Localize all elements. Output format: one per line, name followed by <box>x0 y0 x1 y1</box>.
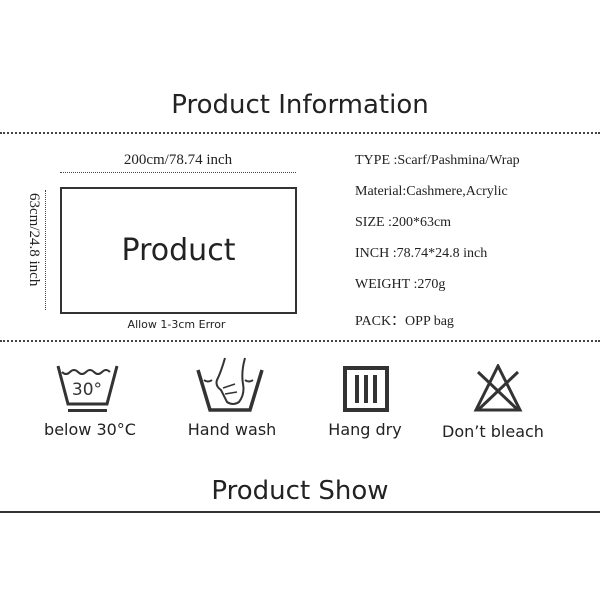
hand-wash-icon <box>196 357 264 412</box>
divider <box>0 340 600 342</box>
divider <box>0 132 600 134</box>
care-label-hang-dry: Hang dry <box>328 420 402 439</box>
care-label-no-bleach: Don’t bleach <box>442 422 544 441</box>
page-title: Product Information <box>171 90 429 120</box>
no-bleach-icon <box>473 364 523 412</box>
product-box: Product <box>60 187 297 314</box>
wash-temp: 30° <box>72 380 102 400</box>
height-dimension-line <box>45 190 46 310</box>
wash-30-icon: 30° <box>56 365 119 412</box>
section-divider <box>0 511 600 513</box>
spec-size: SIZE :200*63cm <box>355 215 452 230</box>
width-dimension-line <box>60 172 296 173</box>
width-label: 200cm/78.74 inch <box>123 152 233 168</box>
care-label-hand-wash: Hand wash <box>187 420 277 439</box>
error-note: Allow 1-3cm Error <box>127 318 226 331</box>
hang-dry-icon <box>343 366 389 412</box>
spec-type: TYPE :Scarf/Pashmina/Wrap <box>355 153 520 168</box>
height-label: 63cm/24.8 inch <box>26 193 42 287</box>
section-title-product-show: Product Show <box>211 476 389 506</box>
product-box-label: Product <box>121 233 236 268</box>
spec-material: Material:Cashmere,Acrylic <box>355 184 508 199</box>
spec-weight: WEIGHT :270g <box>355 277 446 292</box>
spec-pack: PACK：OPP bag <box>355 314 454 329</box>
care-label-wash-temp: below 30°C <box>44 420 136 439</box>
spec-inch: INCH :78.74*24.8 inch <box>355 246 488 261</box>
